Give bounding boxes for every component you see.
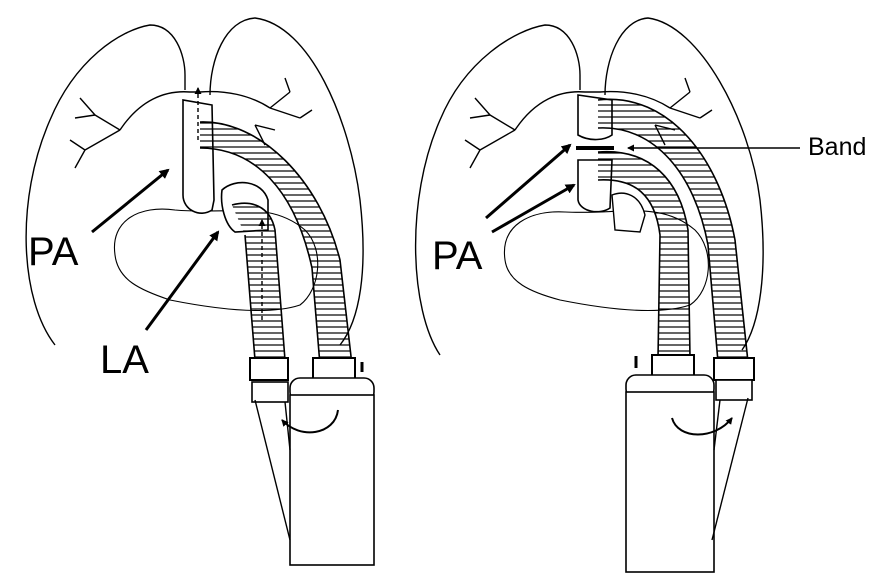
left-panel xyxy=(26,18,374,565)
right-connector-1 xyxy=(652,355,694,377)
band-label: Band xyxy=(808,135,866,160)
left-pump-port xyxy=(252,382,288,402)
left-pa-label: PA xyxy=(28,232,78,272)
right-la xyxy=(612,193,645,232)
right-pump-strut-2 xyxy=(714,400,720,450)
right-pa-label: PA xyxy=(432,236,482,276)
pa-pointer-arrow-1 xyxy=(486,145,570,218)
pa-pointer-arrow-2 xyxy=(492,185,574,232)
heart-outline xyxy=(114,209,317,310)
left-connector-1 xyxy=(250,358,288,380)
right-pump-port xyxy=(716,380,752,400)
left-pump-strut xyxy=(255,400,290,540)
left-pump-body xyxy=(290,395,374,565)
right-pump-body xyxy=(626,392,714,572)
left-connector-2 xyxy=(313,358,355,380)
right-connector-2 xyxy=(714,358,754,380)
la-pointer-arrow xyxy=(146,232,218,330)
right-panel xyxy=(416,18,800,572)
left-lung-outline-r xyxy=(416,25,580,355)
left-la-label: LA xyxy=(100,340,149,380)
pa-pointer-arrow xyxy=(92,170,168,232)
